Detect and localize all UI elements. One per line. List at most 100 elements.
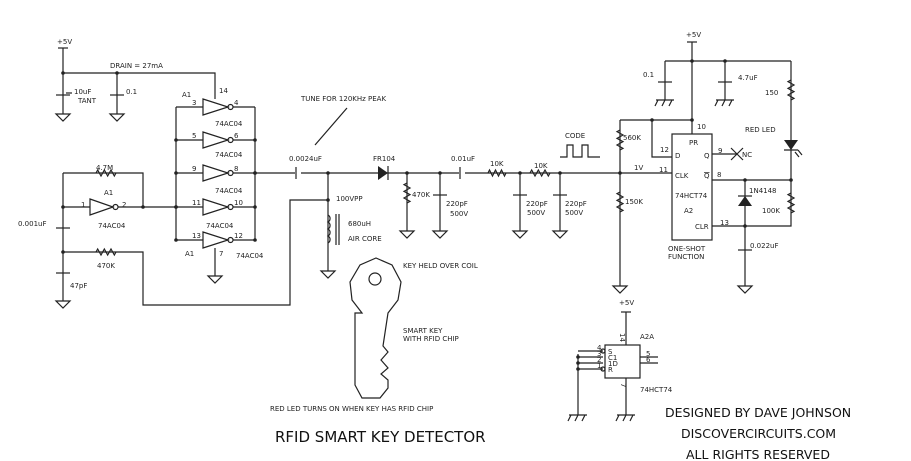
ground-icon <box>398 230 416 239</box>
driver-pin-out: 12 <box>234 232 243 240</box>
inductor-label: 680uH <box>348 220 371 228</box>
inverter-gate <box>202 164 230 182</box>
chassis-ground-icon <box>714 99 734 107</box>
junction-dot <box>690 59 694 63</box>
oneshot-c-bulk: 4.7uF <box>738 74 758 82</box>
c3-label: 220pF <box>565 200 587 208</box>
inverter-bubble <box>227 136 234 144</box>
key-desc-1: SMART KEY <box>403 327 443 335</box>
junction-dot <box>61 71 65 75</box>
pin-d: D <box>675 152 680 160</box>
junction-dot <box>576 367 580 371</box>
r-470k-label: 470K <box>97 262 115 270</box>
pin-q-num: 9 <box>718 147 722 155</box>
inverter-gate <box>202 198 230 216</box>
driver-part-3: 74AC04 <box>215 187 243 195</box>
ff-gnd-pin: 7 <box>619 383 627 387</box>
resistor <box>487 168 507 178</box>
r-led-label: 150 <box>765 89 778 97</box>
ff-pin-num: 2 <box>597 356 601 364</box>
credit-designer: DESIGNED BY DAVE JOHNSON <box>665 405 851 420</box>
c-47p-label: 47pF <box>70 282 87 290</box>
junction-dot <box>141 205 145 209</box>
driver-pin-out: 6 <box>234 132 239 140</box>
junction-dot <box>253 205 257 209</box>
vcc-label-right: +5V <box>686 31 701 39</box>
r-timing-label: 100K <box>762 207 780 215</box>
function-line-1: ONE-SHOT <box>668 245 706 253</box>
resistor <box>95 168 117 178</box>
credit-site: DISCOVERCIRCUITS.COM <box>681 426 836 441</box>
inverter-bubble <box>227 203 234 211</box>
ic-part: 74HCT74 <box>675 192 708 200</box>
ff-pin-num: 4 <box>597 344 602 352</box>
wire <box>63 72 216 99</box>
r-load-label: 470K <box>412 191 430 199</box>
chassis-ground-icon <box>567 414 587 422</box>
c1-voltage: 500V <box>450 210 468 218</box>
ff-vcc-pin: 14 <box>618 333 626 342</box>
driver-pin-in: 3 <box>192 99 196 107</box>
wire <box>651 120 672 158</box>
junction-dot <box>743 224 747 228</box>
nc-label: NC <box>742 151 752 159</box>
r-top-label: 560K <box>623 134 641 142</box>
pin-clr: CLR <box>695 223 709 231</box>
chassis-ground-icon <box>615 414 635 422</box>
c-couple-label: 0.01uF <box>451 155 475 163</box>
inductor-core <box>335 214 340 245</box>
c-series-label: 0.0024uF <box>289 155 322 163</box>
osc-pin-out: 2 <box>122 201 126 209</box>
ground-icon <box>319 270 337 279</box>
ff-pin-num: 6 <box>646 356 651 364</box>
inverter-gate <box>202 131 230 149</box>
pin-clk: CLK <box>675 172 689 180</box>
driver-part-4: 74AC04 <box>206 222 234 230</box>
resistor <box>402 182 412 204</box>
junction-dot <box>174 238 178 242</box>
ground-icon <box>431 230 449 239</box>
diode-fr104 <box>378 166 388 180</box>
driver-part-5: 74AC04 <box>236 252 264 260</box>
c-timing-label: 0.001uF <box>18 220 47 228</box>
unused-flip-flop-ic <box>604 344 641 379</box>
smart-key-icon <box>349 257 402 399</box>
no-connect-icon <box>730 147 744 161</box>
ff-pin-label: C1 <box>608 354 617 362</box>
resistor <box>95 247 117 257</box>
ground-icon <box>108 113 126 122</box>
diode-1n4148 <box>738 196 752 206</box>
driver-part-1: 74AC04 <box>215 120 243 128</box>
c2-voltage: 500V <box>527 209 545 217</box>
ground-icon <box>54 113 72 122</box>
junction-dot <box>61 205 65 209</box>
junction-dot <box>174 138 178 142</box>
ground-icon <box>54 300 72 309</box>
osc-unit-label: A1 <box>104 189 113 197</box>
vpp-label: 100VPP <box>336 195 363 203</box>
ground-icon <box>206 275 224 284</box>
driver-pin-out: 4 <box>234 99 239 107</box>
ff-pin-label: 1D <box>608 360 618 368</box>
flip-flop-ic <box>671 133 713 241</box>
junction-dot <box>174 171 178 175</box>
resistor <box>615 129 625 151</box>
driver-pin-in: 11 <box>192 199 201 207</box>
inverter-bubble <box>227 169 234 177</box>
tune-pointer <box>314 107 348 146</box>
c3-voltage: 500V <box>565 209 583 217</box>
inverter-bubble <box>227 236 234 244</box>
ff-unit: A2A <box>640 333 654 341</box>
code-waveform-icon <box>560 144 600 158</box>
driver-unit-bottom: A1 <box>185 250 194 258</box>
driver-pin-out: 8 <box>234 165 238 173</box>
osc-pin-in: 1 <box>81 201 85 209</box>
pin-pr: PR <box>689 139 698 147</box>
driver-unit-top: A1 <box>182 91 191 99</box>
ground-icon <box>551 230 569 239</box>
components <box>54 79 803 422</box>
c-timing-label-right: 0.022uF <box>750 242 779 250</box>
ff-pin-num: 3 <box>597 350 601 358</box>
chassis-ground-icon <box>654 99 674 107</box>
